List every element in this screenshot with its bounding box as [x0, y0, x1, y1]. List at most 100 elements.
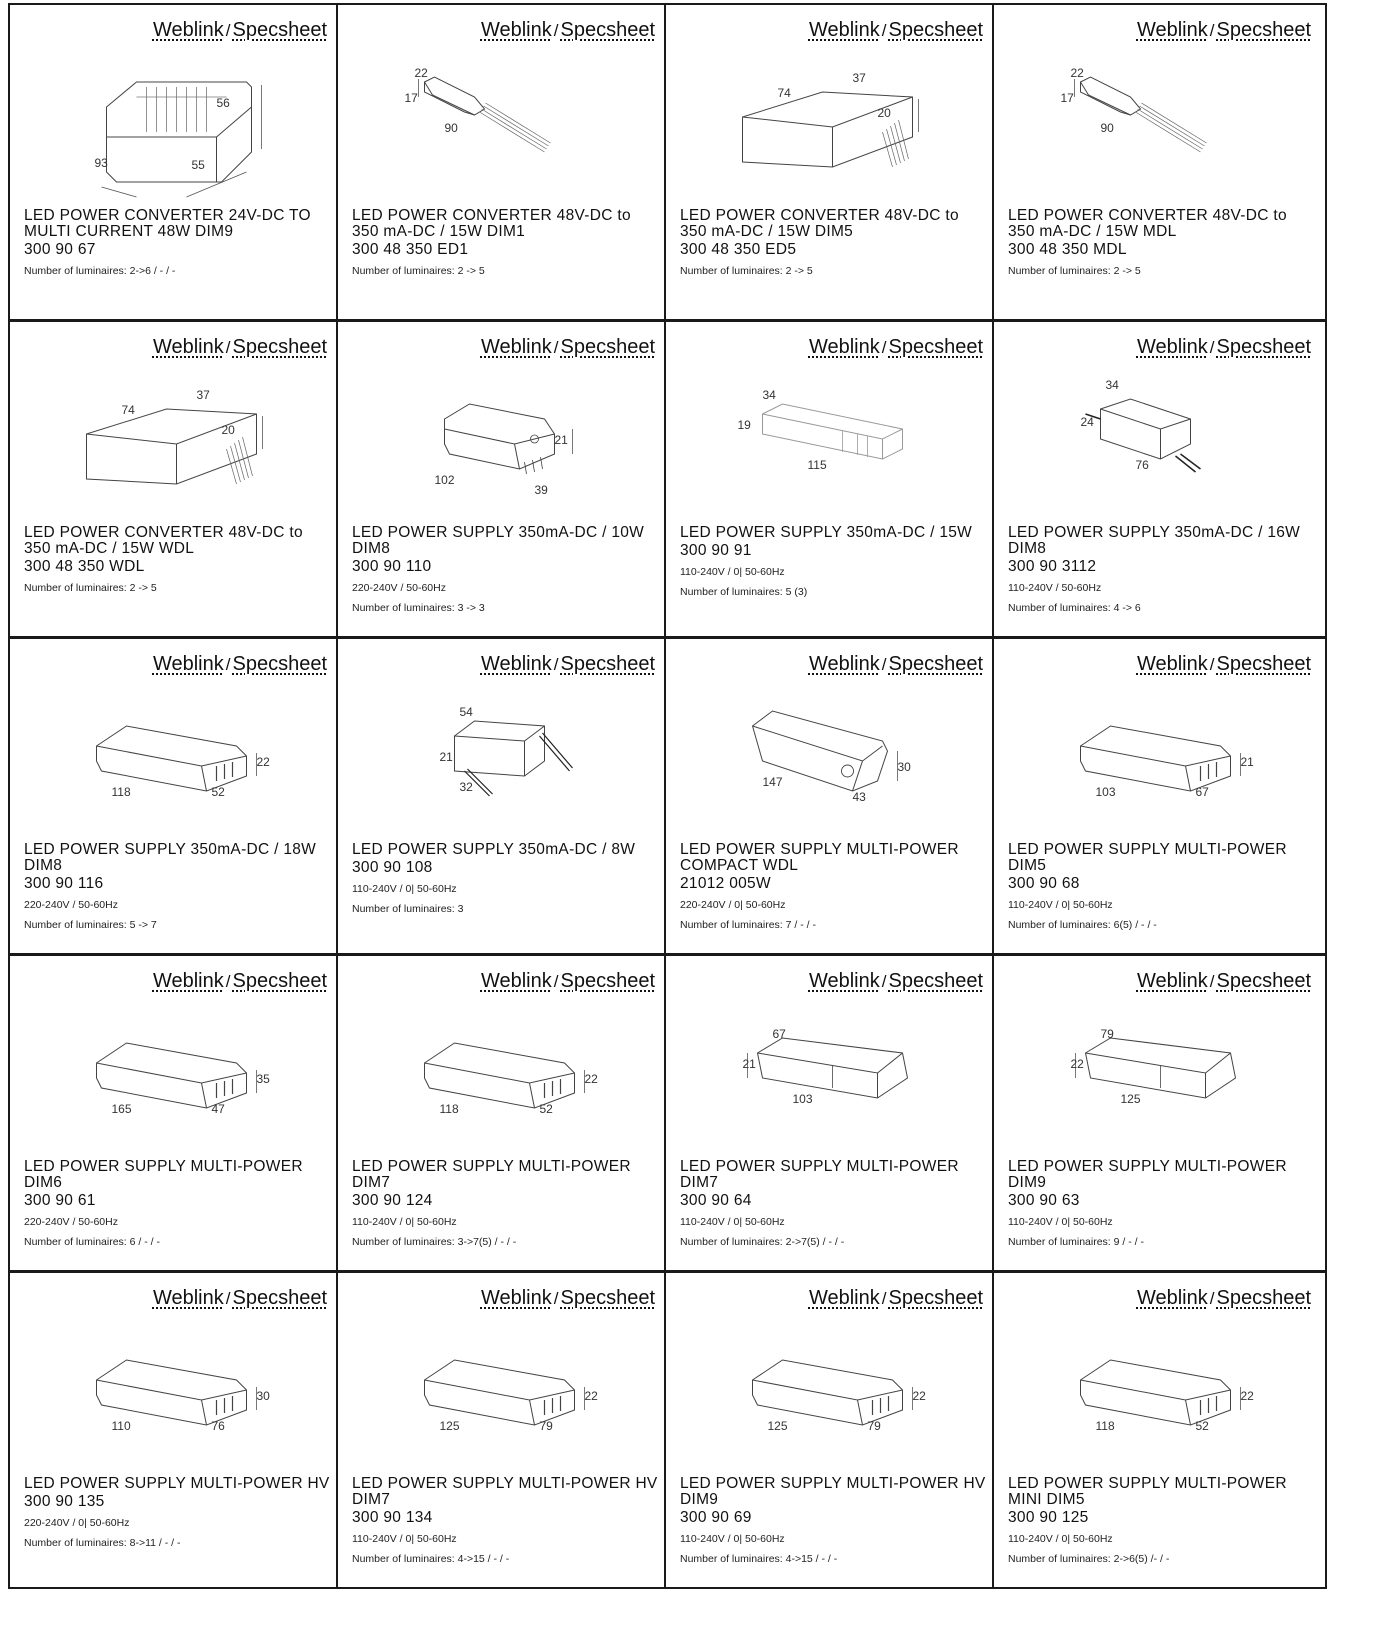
weblink-link[interactable]: Weblink: [1136, 19, 1208, 41]
link-separator: /: [881, 21, 887, 40]
specsheet-link[interactable]: Specsheet: [560, 970, 655, 992]
specsheet-link[interactable]: Specsheet: [560, 653, 655, 675]
dimension-label: 165: [112, 1102, 132, 1116]
specsheet-link[interactable]: Specsheet: [232, 653, 327, 675]
specsheet-link[interactable]: Specsheet: [560, 19, 655, 41]
weblink-link[interactable]: Weblink: [480, 653, 552, 675]
dimension-label: 79: [868, 1419, 882, 1433]
dimension-label: 125: [1121, 1092, 1141, 1106]
product-info: LED POWER SUPPLY MULTI-POWER COMPACT WDL…: [680, 842, 987, 932]
weblink-link[interactable]: Weblink: [808, 19, 880, 41]
product-code: 300 90 61: [24, 1192, 96, 1209]
dimension-label: 90: [1101, 121, 1115, 135]
product-code: 300 90 64: [680, 1192, 752, 1209]
weblink-link[interactable]: Weblink: [152, 336, 224, 358]
specsheet-link[interactable]: Specsheet: [1216, 970, 1311, 992]
weblink-link[interactable]: Weblink: [1136, 336, 1208, 358]
link-separator: /: [881, 655, 887, 674]
specsheet-link[interactable]: Specsheet: [1216, 336, 1311, 358]
specsheet-link[interactable]: Specsheet: [232, 19, 327, 41]
weblink-link[interactable]: Weblink: [152, 653, 224, 675]
specsheet-link[interactable]: Specsheet: [1216, 19, 1311, 41]
specsheet-link[interactable]: Specsheet: [888, 19, 983, 41]
weblink-link[interactable]: Weblink: [1136, 653, 1208, 675]
product-code: 300 90 67: [24, 241, 96, 258]
weblink-link[interactable]: Weblink: [480, 19, 552, 41]
dimension-label: 147: [763, 775, 783, 789]
specsheet-link[interactable]: Specsheet: [560, 1287, 655, 1309]
weblink-link[interactable]: Weblink: [480, 336, 552, 358]
dimension-label: 54: [460, 705, 474, 719]
dimension-label: 93: [95, 156, 109, 170]
product-spec: Number of luminaires: 4->15 / - / -: [352, 1553, 510, 1565]
specsheet-link[interactable]: Specsheet: [232, 970, 327, 992]
specsheet-link[interactable]: Specsheet: [888, 1287, 983, 1309]
product-info: LED POWER CONVERTER 48V-DC to 350 mA-DC …: [24, 525, 331, 595]
product-links: Weblink/Specsheet: [481, 19, 655, 42]
product-code: 300 90 116: [24, 875, 104, 892]
weblink-link[interactable]: Weblink: [152, 970, 224, 992]
specsheet-link[interactable]: Specsheet: [1216, 653, 1311, 675]
specsheet-link[interactable]: Specsheet: [560, 336, 655, 358]
product-title: LED POWER SUPPLY MULTI-POWER DIM7: [680, 1158, 959, 1191]
weblink-link[interactable]: Weblink: [808, 970, 880, 992]
product-links: Weblink/Specsheet: [481, 653, 655, 676]
link-separator: /: [553, 1289, 559, 1308]
weblink-link[interactable]: Weblink: [1136, 970, 1208, 992]
product-spec: 110-240V / 0| 50-60Hz: [1008, 1216, 1113, 1228]
dimension-label: 37: [197, 388, 211, 402]
product-title: LED POWER SUPPLY MULTI-POWER HV DIM9: [680, 1475, 986, 1508]
weblink-link[interactable]: Weblink: [808, 653, 880, 675]
link-separator: /: [881, 972, 887, 991]
specsheet-link[interactable]: Specsheet: [232, 336, 327, 358]
weblink-link[interactable]: Weblink: [480, 1287, 552, 1309]
product-links: Weblink/Specsheet: [809, 970, 983, 993]
product-spec: Number of luminaires: 6 / - / -: [24, 1236, 160, 1248]
product-links: Weblink/Specsheet: [481, 336, 655, 359]
weblink-link[interactable]: Weblink: [808, 336, 880, 358]
dimension-label: 35: [257, 1072, 271, 1086]
weblink-link[interactable]: Weblink: [152, 19, 224, 41]
dimension-label: 118: [440, 1102, 459, 1116]
link-separator: /: [881, 338, 887, 357]
specsheet-link[interactable]: Specsheet: [232, 1287, 327, 1309]
weblink-link[interactable]: Weblink: [1136, 1287, 1208, 1309]
dimension-label: 118: [1096, 1419, 1115, 1433]
dimension-label: 19: [738, 418, 752, 432]
specsheet-link[interactable]: Specsheet: [1216, 1287, 1311, 1309]
product-code: 300 90 110: [352, 558, 432, 575]
product-links: Weblink/Specsheet: [153, 970, 327, 993]
dimension-label: 125: [768, 1419, 788, 1433]
specsheet-link[interactable]: Specsheet: [888, 970, 983, 992]
dimension-label: 103: [793, 1092, 813, 1106]
weblink-link[interactable]: Weblink: [152, 1287, 224, 1309]
specsheet-link[interactable]: Specsheet: [888, 336, 983, 358]
product-title: LED POWER SUPPLY MULTI-POWER HV: [24, 1475, 330, 1492]
product-code: 300 48 350 MDL: [1008, 241, 1127, 258]
weblink-link[interactable]: Weblink: [808, 1287, 880, 1309]
weblink-link[interactable]: Weblink: [480, 970, 552, 992]
specsheet-link[interactable]: Specsheet: [888, 653, 983, 675]
